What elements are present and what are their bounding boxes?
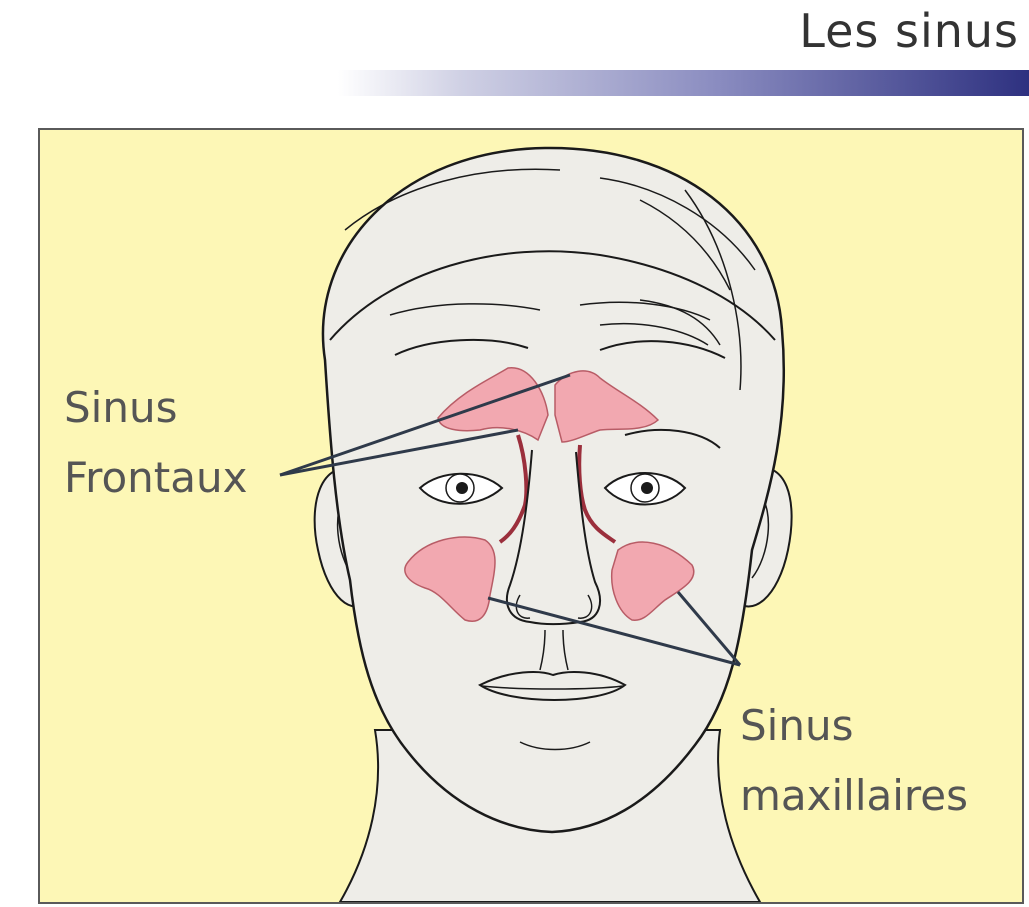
- frontal-label-line2: Frontaux: [64, 453, 247, 502]
- face-illustration: Sinus Frontaux Sinus maxillaires: [40, 130, 1022, 902]
- right-pupil: [641, 482, 653, 494]
- left-pupil: [456, 482, 468, 494]
- illustration-frame: Sinus Frontaux Sinus maxillaires: [38, 128, 1024, 904]
- maxillary-label-line1: Sinus: [740, 701, 853, 750]
- title-gradient-bar: [338, 70, 1029, 96]
- slide-title: Les sinus: [799, 4, 1019, 58]
- frontal-label-line1: Sinus: [64, 383, 177, 432]
- maxillary-label-line2: maxillaires: [740, 771, 968, 820]
